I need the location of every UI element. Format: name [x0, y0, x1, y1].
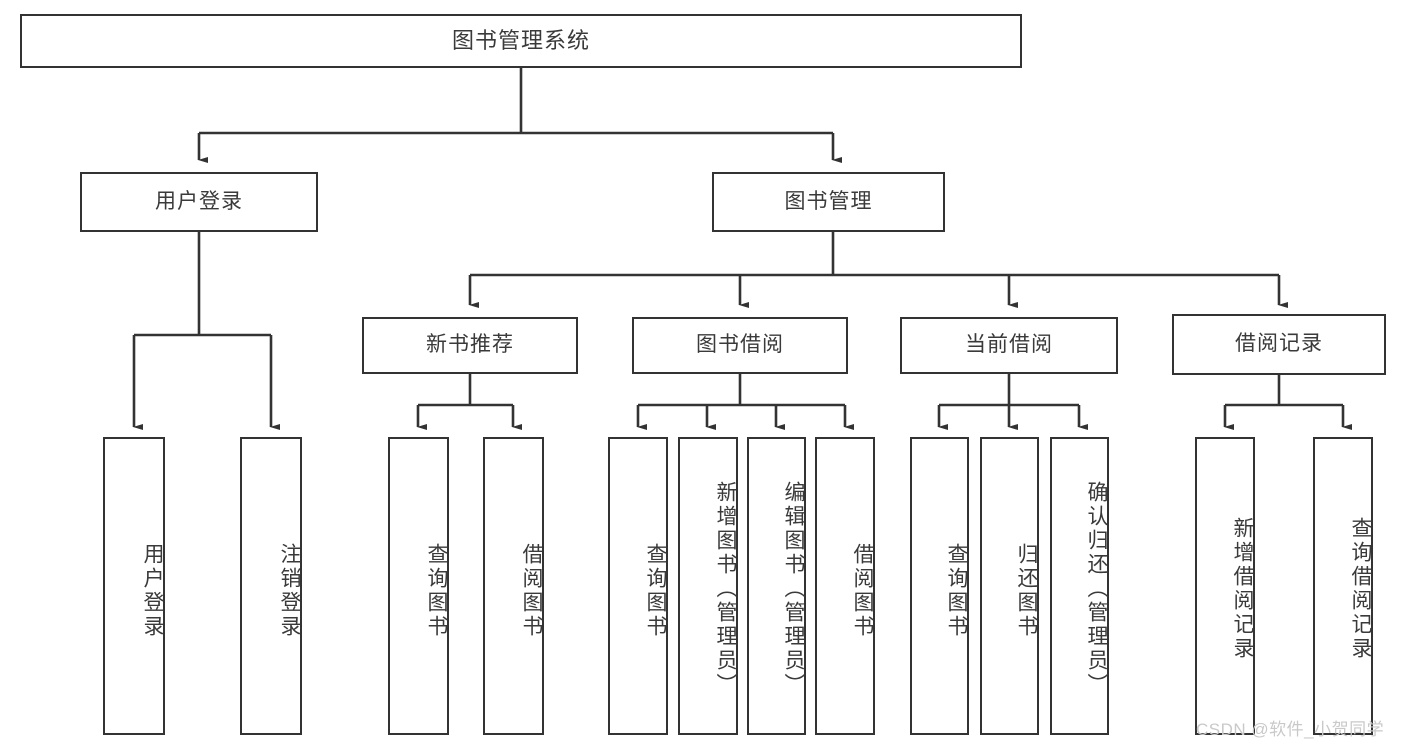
- leaf-current-borrow-query[interactable]: 查询图书: [910, 437, 969, 735]
- leaf-book-borrow-query[interactable]: 查询图书: [608, 437, 668, 735]
- node-label: 查询图书: [945, 543, 968, 639]
- node-label: 图书借阅: [696, 333, 784, 357]
- leaf-current-borrow-confirm[interactable]: 确认归还（管理员）: [1050, 437, 1109, 735]
- node-label: 借阅图书: [851, 543, 874, 639]
- leaf-borrow-records-add[interactable]: 新增借阅记录: [1195, 437, 1255, 735]
- node-label: 图书管理: [784, 189, 873, 213]
- node-label: 查询借阅记录: [1349, 517, 1372, 661]
- node-root-system[interactable]: 图书管理系统: [20, 14, 1022, 68]
- leaf-book-borrow-edit[interactable]: 编辑图书（管理员）: [747, 437, 806, 735]
- node-label: 编辑图书（管理员）: [782, 481, 805, 697]
- node-label: 图书管理系统: [451, 28, 590, 54]
- node-label: 借阅图书: [520, 543, 543, 639]
- node-label: 新增图书（管理员）: [714, 481, 737, 697]
- node-label: 借阅记录: [1235, 332, 1323, 356]
- leaf-user-login-logout[interactable]: 注销登录: [240, 437, 302, 735]
- leaf-book-borrow-add[interactable]: 新增图书（管理员）: [678, 437, 738, 735]
- node-label: 归还图书: [1015, 543, 1038, 639]
- node-label: 用户登录: [141, 543, 164, 639]
- node-new-book-recommend[interactable]: 新书推荐: [362, 317, 578, 374]
- node-current-borrow[interactable]: 当前借阅: [900, 317, 1118, 374]
- leaf-new-book-query[interactable]: 查询图书: [388, 437, 449, 735]
- node-book-management[interactable]: 图书管理: [712, 172, 945, 232]
- node-label: 查询图书: [644, 543, 667, 639]
- node-label: 查询图书: [425, 543, 448, 639]
- csdn-watermark: CSDN @软件_小贺同学: [1196, 720, 1385, 739]
- node-label: 新增借阅记录: [1231, 517, 1254, 661]
- leaf-book-borrow-borrow[interactable]: 借阅图书: [815, 437, 875, 735]
- leaf-current-borrow-return[interactable]: 归还图书: [980, 437, 1039, 735]
- node-label: 用户登录: [155, 189, 243, 213]
- node-book-borrow[interactable]: 图书借阅: [632, 317, 848, 374]
- node-user-login[interactable]: 用户登录: [80, 172, 318, 232]
- leaf-borrow-records-query[interactable]: 查询借阅记录: [1313, 437, 1373, 735]
- node-label: 当前借阅: [965, 333, 1053, 357]
- leaf-user-login-login[interactable]: 用户登录: [103, 437, 165, 735]
- node-label: 确认归还（管理员）: [1085, 481, 1108, 697]
- node-label: 新书推荐: [426, 333, 514, 357]
- leaf-new-book-borrow[interactable]: 借阅图书: [483, 437, 544, 735]
- node-label: 注销登录: [278, 543, 301, 639]
- node-borrow-records[interactable]: 借阅记录: [1172, 314, 1386, 375]
